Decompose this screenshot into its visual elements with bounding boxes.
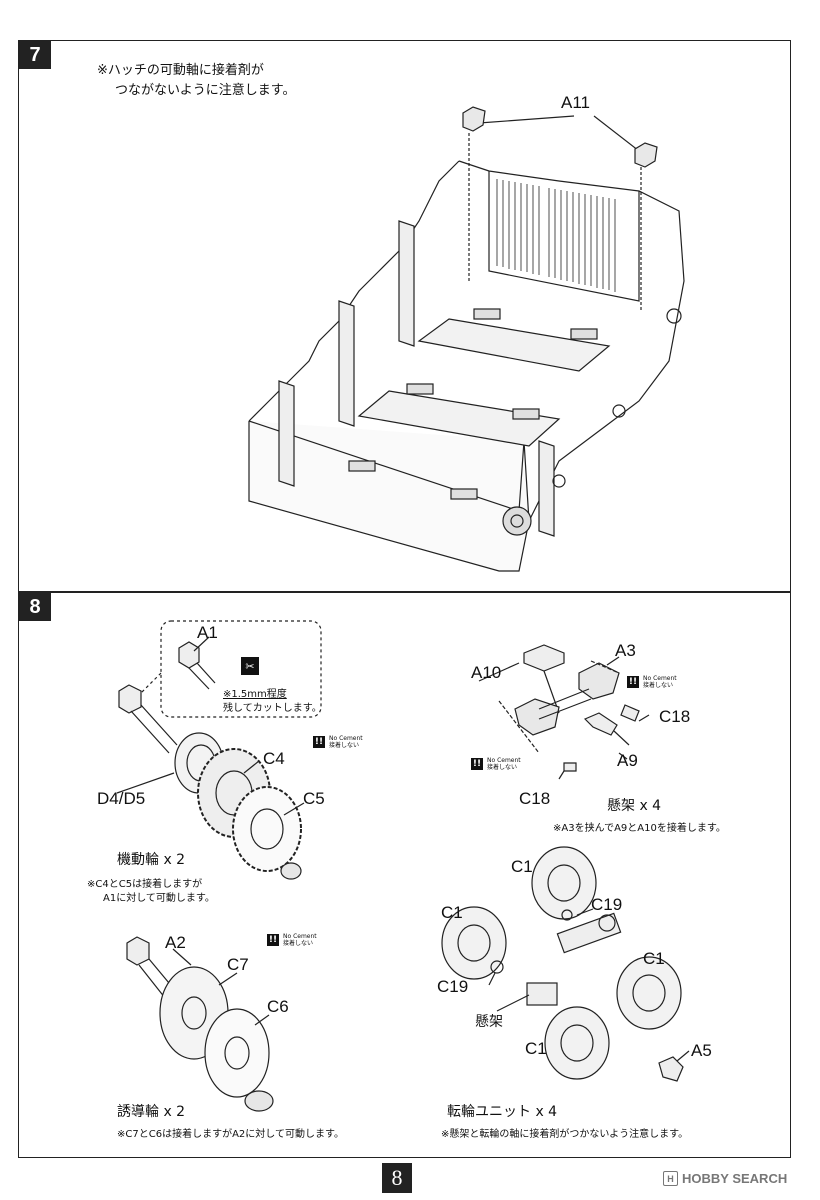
cut-tool-icon: ✂ <box>241 657 259 675</box>
suspension-caption: 懸架 x 4 <box>607 798 662 814</box>
label-a9: A9 <box>617 751 638 770</box>
no-cement-jp: 接着しない <box>283 940 314 947</box>
page-number: 8 <box>382 1163 412 1193</box>
step-8-panel: 8 <box>18 592 791 1158</box>
idler-caption: 誘導輪 x 2 <box>117 1104 186 1120</box>
idler-note: ※C7とC6は接着しますがA2に対して可動します。 <box>117 1129 344 1140</box>
cut-note-2: 残してカットします。 <box>223 703 322 714</box>
no-cement-en: No Cement <box>329 735 363 742</box>
cut-note-1: ※1.5mm程度 <box>223 689 287 700</box>
warning-icon: !! <box>627 676 639 688</box>
part-label-a11: A11 <box>561 93 590 112</box>
no-cement-jp: 接着しない <box>329 742 360 749</box>
sprocket-note-1: ※C4とC5は接着しますが <box>87 879 203 890</box>
label-c5: C5 <box>303 789 325 808</box>
hobby-search-logo-icon: H <box>663 1171 678 1186</box>
hatch-note-line-2: つながないように注意します。 <box>115 83 296 98</box>
roadwheel-caption: 転輪ユニット x 4 <box>447 1104 558 1120</box>
no-cement-en: No Cement <box>643 675 677 682</box>
warning-icon: !! <box>267 934 279 946</box>
label-a2: A2 <box>165 933 186 952</box>
no-cement-en: No Cement <box>283 933 317 940</box>
label-c1-left: C1 <box>441 903 463 922</box>
no-cement-jp: 接着しない <box>643 682 674 689</box>
label-c7: C7 <box>227 955 249 974</box>
warning-icon: !! <box>471 758 483 770</box>
sprocket-note-2: A1に対して可動します。 <box>103 893 215 904</box>
label-c18-right: C18 <box>659 707 691 726</box>
label-c18-left: C18 <box>519 789 551 808</box>
roadwheel-note: ※懸架と転輪の軸に接着剤がつかないよう注意します。 <box>441 1129 689 1140</box>
label-a1: A1 <box>197 623 218 642</box>
hull-illustration <box>248 106 685 572</box>
sprocket-caption: 機動輪 x 2 <box>117 852 186 868</box>
step-number: 8 <box>19 593 51 621</box>
step-7-panel: 7 ※ハッチの可動軸に接着剤が つながないように注意します。 A11 <box>18 40 791 592</box>
label-a3: A3 <box>615 641 636 660</box>
step-8-illustration <box>116 620 690 1112</box>
watermark-text: HOBBY SEARCH <box>682 1171 788 1186</box>
label-a10: A10 <box>471 663 502 682</box>
no-cement-jp: 接着しない <box>487 764 518 771</box>
label-d4-d5: D4/D5 <box>97 789 146 808</box>
label-c1-bottom: C1 <box>525 1039 547 1058</box>
no-cement-en: No Cement <box>487 757 521 764</box>
label-c1-right: C1 <box>643 949 665 968</box>
warning-icon: !! <box>313 736 325 748</box>
label-c1-top: C1 <box>511 857 533 876</box>
label-a5: A5 <box>691 1041 712 1060</box>
label-c4: C4 <box>263 749 285 768</box>
suspension-note: ※A3を挟んでA9とA10を接着します。 <box>553 823 726 834</box>
hobby-search-watermark: H HOBBY SEARCH <box>663 1171 787 1186</box>
label-suspension: 懸架 <box>475 1014 503 1030</box>
label-c19-top: C19 <box>591 895 623 914</box>
step-number: 7 <box>19 41 51 69</box>
label-c6: C6 <box>267 997 289 1016</box>
hatch-note-line-1: ※ハッチの可動軸に接着剤が <box>97 63 264 78</box>
label-c19-left: C19 <box>437 977 469 996</box>
